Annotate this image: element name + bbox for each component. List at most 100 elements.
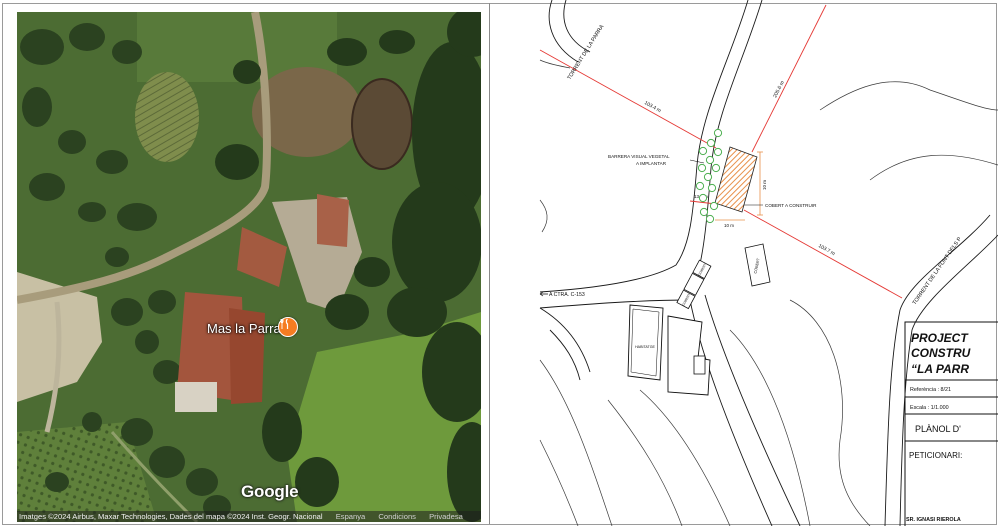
- google-logo[interactable]: Google: [241, 482, 299, 501]
- contour-line: [789, 299, 871, 526]
- image-frame: [2, 3, 997, 525]
- orchard: [17, 422, 157, 522]
- tree-symbol: [698, 193, 708, 203]
- forest: [215, 12, 481, 522]
- terms-link[interactable]: Condicions: [378, 512, 416, 521]
- building-roof: [177, 292, 245, 402]
- dimension-label: 10 m: [762, 180, 767, 190]
- track-edge: [539, 307, 591, 373]
- house-label: HABITATGE: [635, 345, 655, 349]
- tree-symbol: [695, 181, 705, 191]
- privacy-link[interactable]: Privadesa: [429, 512, 463, 521]
- fenced-enclosure: [351, 78, 413, 170]
- striped-field: [135, 72, 199, 162]
- scale-field: Escala : 1/1.000: [910, 405, 949, 411]
- existing-shed-label: COBERT: [753, 257, 760, 274]
- stream-label: TORRENT DE LA FONT DELS P: [912, 236, 964, 306]
- contour-line: [729, 329, 811, 526]
- attribution-text: Imatges ©2024 Airbus, Maxar Technologies…: [19, 512, 323, 521]
- vegetation-barrier: [695, 128, 723, 224]
- project-title-line: CONSTRU: [911, 346, 971, 360]
- main-road-edge: [539, 0, 749, 293]
- stream-road-edge: [899, 234, 998, 526]
- tree-cover: [20, 23, 231, 519]
- tree-symbol: [707, 183, 717, 193]
- tree-symbol: [705, 155, 715, 165]
- house-outline: [630, 308, 660, 377]
- stream-label: TORRENT DE LA PARRA: [567, 24, 606, 81]
- contour-line: [539, 439, 579, 526]
- small-structure: [676, 289, 696, 310]
- dirt-area: [252, 67, 362, 157]
- road-label: A CTRA. C-153: [549, 292, 585, 298]
- title-block: PROJECT CONSTRU “LA PARR Referència : 8/…: [904, 321, 998, 526]
- distance-line: [539, 49, 717, 149]
- building-roof: [237, 227, 287, 287]
- terrace: [175, 382, 217, 412]
- distance-line: [743, 209, 903, 299]
- project-title-line: PROJECT: [911, 331, 969, 345]
- tree-symbol: [698, 146, 708, 156]
- tree-symbol: [709, 201, 719, 211]
- main-road-edge: [697, 0, 763, 273]
- tree-symbol: [705, 214, 715, 224]
- panel-divider: [489, 3, 490, 524]
- contour-line: [539, 199, 548, 233]
- contour-line: [539, 359, 613, 526]
- reference-field: Referència : 8/21: [910, 387, 951, 393]
- arrow-left-icon: [539, 291, 548, 297]
- tree-symbol: [713, 128, 723, 138]
- structure-label: COBERT: [697, 263, 707, 277]
- contour-line: [639, 389, 731, 526]
- side-road-edge: [539, 299, 691, 309]
- contour-line: [607, 399, 683, 526]
- client-name: SR. IGNASI RIEROLA: [906, 517, 961, 523]
- contour-line: [819, 81, 998, 111]
- distance-line: [751, 4, 827, 153]
- house-footprint: [627, 304, 664, 381]
- satellite-map[interactable]: Mas la Parra Google Imatges ©2024 Airbus…: [17, 12, 481, 522]
- structure-label: COBERT: [681, 293, 691, 307]
- tree-symbol: [697, 163, 707, 173]
- satellite-imagery: [17, 12, 481, 522]
- site-plan: 103.4 m 205.6 m 103.7 m 13.6 m TORRENT D…: [539, 0, 998, 526]
- stream-road-edge: [548, 0, 579, 63]
- client-label: PETICIONARI:: [909, 451, 962, 460]
- track: [44, 301, 62, 433]
- annex-footprint: [693, 355, 706, 375]
- tree-symbol: [711, 163, 721, 173]
- drawing-title: PLÀNOL D': [915, 424, 961, 434]
- place-label[interactable]: Mas la Parra: [207, 321, 281, 336]
- title-block-frame: [904, 321, 998, 526]
- contour-line: [869, 154, 998, 181]
- dirt-road: [17, 12, 271, 304]
- dimension-label: 10 m: [724, 223, 734, 228]
- barrier-label: A IMPLANTAR: [636, 161, 667, 166]
- contour-line: [539, 59, 571, 69]
- building-roof: [229, 308, 265, 404]
- distance-label: 103.4 m: [643, 100, 662, 114]
- attribution-bar: Imatges ©2024 Airbus, Maxar Technologies…: [17, 511, 481, 522]
- junction-structures: COBERT COBERT: [676, 259, 712, 310]
- leader-line: [689, 159, 705, 164]
- project-title-line: “LA PARR: [911, 362, 969, 376]
- barrier-label: BARRERA VISUAL VEGETAL: [608, 154, 670, 159]
- building-roof: [317, 194, 349, 247]
- track-edge: [549, 329, 581, 381]
- new-shed-label: COBERT A CONSTRUIR: [765, 203, 817, 208]
- region-link[interactable]: Espanya: [335, 512, 366, 521]
- tree-symbol: [703, 172, 713, 182]
- lower-road-edge: [704, 294, 801, 526]
- restaurant-icon: [280, 318, 289, 329]
- stream-road-edge: [884, 214, 991, 526]
- tree-symbol: [706, 138, 716, 148]
- lower-road-edge: [689, 299, 773, 526]
- stream-road-edge: [563, 0, 591, 53]
- building-footprint: [667, 315, 711, 396]
- tree-symbol: [713, 147, 723, 157]
- place-pin[interactable]: [278, 317, 298, 337]
- new-shed-footprint: [714, 146, 758, 213]
- tree-symbol: [699, 207, 709, 217]
- distance-label: 103.7 m: [817, 243, 836, 257]
- small-structure: [683, 272, 705, 296]
